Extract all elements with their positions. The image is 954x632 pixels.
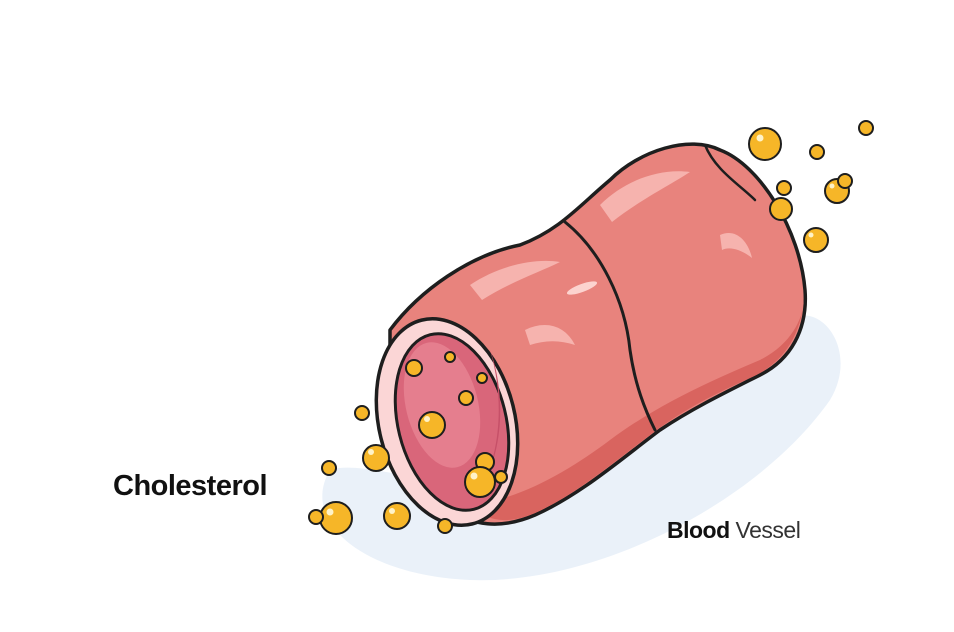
- cholesterol-particle: [458, 390, 474, 406]
- particle-shines: [326, 134, 835, 516]
- cholesterol-particle: [308, 509, 324, 525]
- cholesterol-particle: [464, 466, 496, 498]
- cholesterol-particle: [494, 470, 508, 484]
- cholesterol-particle: [809, 144, 825, 160]
- cholesterol-particle: [803, 227, 829, 253]
- cholesterol-particle: [362, 444, 390, 472]
- cholesterol-particle: [837, 173, 853, 189]
- cholesterol-particle: [776, 180, 792, 196]
- blood-vessel-label-light: Vessel: [729, 517, 801, 543]
- cholesterol-particle: [476, 372, 488, 384]
- vessel-highlight-dot: [566, 281, 598, 295]
- cholesterol-particle: [321, 460, 337, 476]
- blood-vessel-label: Blood Vessel: [667, 517, 801, 544]
- vessel-fold-right: [703, 143, 757, 202]
- vessel-highlight-4: [720, 232, 752, 258]
- vessel-lumen-inner: [403, 342, 481, 468]
- vessel-highlight-2: [470, 260, 560, 300]
- cholesterol-particle: [444, 351, 456, 363]
- vessel-highlight-1: [600, 171, 690, 222]
- blood-vessel-label-bold: Blood: [667, 517, 730, 543]
- cholesterol-particle: [354, 405, 370, 421]
- vessel-fold: [563, 220, 657, 432]
- cholesterol-particle: [769, 197, 793, 221]
- cholesterol-label: Cholesterol: [113, 470, 268, 502]
- cholesterol-particle: [405, 359, 423, 377]
- cholesterol-particle: [858, 120, 874, 136]
- cholesterol-particle: [418, 411, 446, 439]
- cholesterol-particle: [748, 127, 782, 161]
- cholesterol-particle: [383, 502, 411, 530]
- cholesterol-particle: [437, 518, 453, 534]
- cholesterol-particle: [319, 501, 353, 535]
- cholesterol-outside-right: [748, 120, 874, 253]
- vessel-highlight-3: [525, 325, 575, 345]
